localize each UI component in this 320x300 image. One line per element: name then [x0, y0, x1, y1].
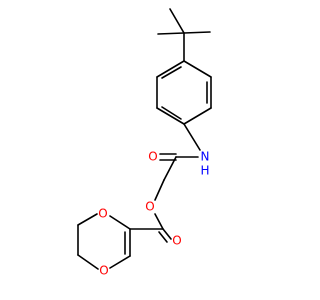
bond-layer — [77, 8, 212, 270]
amide-oxygen-label: O — [148, 150, 157, 164]
amide-hydrogen-label: H — [200, 164, 209, 178]
dioxine-ring-oxygen-top-label: O — [98, 207, 107, 221]
carbonyl-oxygen-label: O — [172, 234, 181, 248]
oxygen-to-ester-carbon-bond — [154, 213, 164, 230]
dioxine-ring-oxygen-bottom-label: O — [99, 264, 108, 278]
tbutyl-bond-3 — [183, 31, 211, 34]
dioxine-bond-5 — [109, 255, 131, 269]
phenyl-double-3 — [161, 66, 182, 79]
ester-carbonyl-double-1 — [162, 228, 172, 240]
ring-to-nitrogen-bond — [183, 123, 201, 151]
tbutyl-bond-2 — [169, 8, 185, 34]
dioxine-bond-4 — [77, 254, 99, 270]
phenyl-double-2 — [161, 106, 182, 120]
phenyl-bond-1 — [183, 60, 212, 78]
atom-label-layer: O N H O O O O — [98, 150, 209, 278]
methylene-to-oxygen-bond — [154, 179, 165, 201]
carbonyl-to-methylene-bond — [163, 156, 177, 181]
amide-nitrogen-label: N — [201, 150, 210, 164]
ester-carbonyl-double-2 — [158, 231, 168, 243]
phenyl-bond-6 — [156, 60, 185, 78]
ester-link-oxygen-label: O — [145, 200, 154, 214]
tbutyl-bond-4 — [157, 32, 185, 35]
phenyl-bond-3 — [183, 107, 212, 125]
phenyl-bond-4 — [156, 107, 185, 125]
dioxine-bond-1 — [109, 215, 131, 230]
molecule-structure: O N H O O O O — [77, 8, 212, 278]
dioxine-bond-2 — [77, 213, 98, 226]
